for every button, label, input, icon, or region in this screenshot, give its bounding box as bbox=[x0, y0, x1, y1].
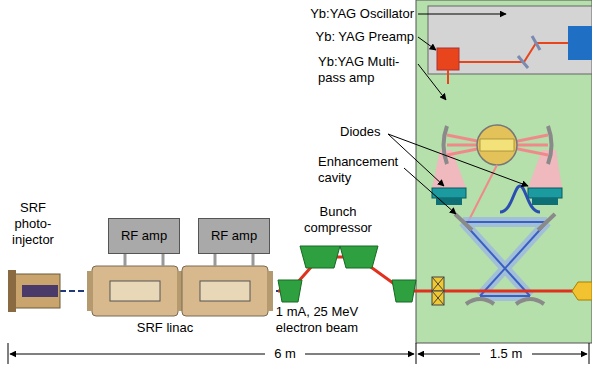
mirror bbox=[455, 214, 472, 230]
magnet-mark bbox=[432, 277, 444, 305]
oscillator-beam bbox=[459, 43, 568, 62]
laser-beam bbox=[468, 165, 497, 222]
oscillator-housing bbox=[428, 6, 592, 74]
part-label: Yb: YAG Preamp bbox=[296, 29, 414, 45]
diode bbox=[528, 188, 562, 198]
beam-label: 1 mA, 25 MeV electron beam bbox=[258, 304, 376, 336]
part-label: SRF linac bbox=[120, 320, 210, 336]
diode bbox=[432, 188, 466, 198]
mirror bbox=[538, 214, 555, 230]
dimension-label: 1.5 m bbox=[480, 346, 532, 362]
gain-rod bbox=[480, 139, 514, 151]
mirror bbox=[444, 126, 448, 164]
rf-feed bbox=[214, 254, 217, 266]
cavity bbox=[110, 281, 160, 301]
part-label: Yb:YAG Oscillator bbox=[296, 6, 414, 22]
mirror bbox=[532, 36, 540, 50]
mirror bbox=[548, 126, 552, 164]
diode bbox=[532, 198, 558, 205]
curved-mirror bbox=[516, 299, 544, 304]
flange bbox=[267, 271, 273, 311]
amplifier-box: RF amp bbox=[108, 218, 180, 254]
cryomodule bbox=[92, 266, 178, 316]
amplifier-box: RF amp bbox=[198, 218, 270, 254]
dipole-magnet bbox=[300, 246, 340, 268]
part-label: SRF photo- injector bbox=[2, 200, 64, 248]
rf-feed bbox=[124, 254, 127, 266]
diode bbox=[436, 198, 462, 205]
dimension-lines bbox=[8, 343, 589, 364]
dipole-magnet bbox=[392, 280, 416, 302]
cavity-beam bbox=[463, 222, 547, 296]
preamp-block bbox=[437, 48, 459, 70]
beam-dump bbox=[572, 282, 592, 300]
rf-feed bbox=[162, 254, 165, 266]
photoinjector-core bbox=[22, 285, 58, 297]
dipole-magnet bbox=[340, 246, 378, 268]
laser-beam bbox=[447, 70, 449, 84]
flange bbox=[87, 271, 93, 311]
cavity-beam-core bbox=[463, 222, 547, 296]
rf-feed bbox=[252, 254, 255, 266]
box-label: RF amp bbox=[121, 228, 167, 244]
part-label: Enhancement cavity bbox=[318, 154, 414, 186]
part-label: Bunch compressor bbox=[290, 204, 386, 236]
dimension-label: 6 m bbox=[265, 346, 305, 362]
gain-crystal bbox=[477, 125, 517, 165]
photoinjector-flange bbox=[8, 270, 16, 312]
oscillator-block bbox=[568, 26, 592, 60]
curved-mirror bbox=[466, 299, 494, 304]
box-label: RF amp bbox=[211, 228, 257, 244]
cavity bbox=[200, 281, 250, 301]
part-label: Diodes bbox=[340, 124, 400, 140]
mirror bbox=[518, 56, 528, 68]
cryomodule bbox=[182, 266, 268, 316]
part-label: Yb:YAG Multi- pass amp bbox=[318, 54, 416, 86]
pulse-profile bbox=[500, 186, 540, 212]
dipole-magnet bbox=[278, 280, 302, 302]
photoinjector bbox=[10, 274, 60, 308]
